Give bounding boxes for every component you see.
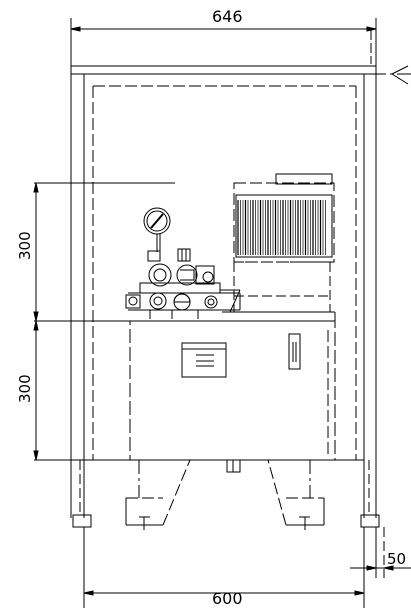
- level-gauge-icon: [288, 333, 301, 370]
- valve-block: [125, 248, 241, 319]
- motor-icon: [220, 173, 335, 313]
- tank-legs: [125, 459, 325, 530]
- pressure-gauge-icon: [143, 207, 171, 252]
- nameplate-icon: [181, 342, 227, 378]
- top-dimension: [70, 18, 377, 66]
- frame: [70, 30, 411, 528]
- offset-label: 50: [387, 550, 406, 568]
- offset-dimension: [350, 527, 411, 578]
- lower-height-label: 300: [16, 374, 34, 403]
- overall-width-label: 646: [212, 7, 243, 26]
- base-width-label: 600: [212, 589, 243, 608]
- motor-fins: [237, 200, 326, 255]
- upper-height-label: 300: [16, 231, 34, 260]
- tank: [84, 312, 364, 461]
